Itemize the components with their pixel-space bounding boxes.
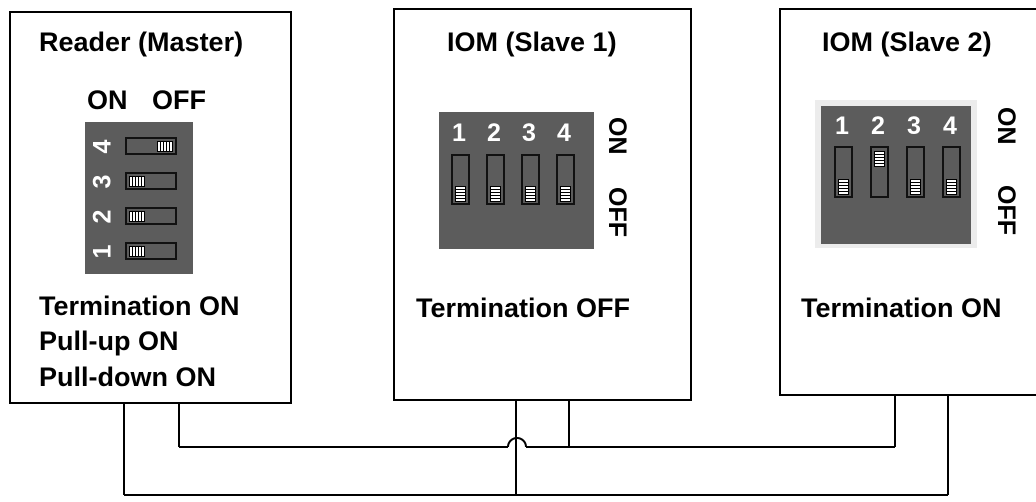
reader-pullup-status: Pull-up ON [39,326,179,356]
slave2-off-label: OFF [992,185,1020,235]
slave1-switch-1[interactable] [451,154,470,205]
slave2-switch-number-1: 1 [835,112,849,140]
reader-switch-1[interactable] [125,242,177,260]
slave1-switch-number-1: 1 [452,119,466,147]
slave1-switch-4-knob [560,186,571,202]
reader-switch-4-knob [157,141,173,152]
slave1-switch-number-4: 4 [557,119,571,147]
slave2-switch-number-4: 4 [943,112,957,140]
slave2-switch-2[interactable] [870,146,889,198]
slave1-off-label: OFF [603,187,631,237]
slave2-switch-4[interactable] [942,146,961,198]
slave1-switch-4[interactable] [556,154,575,205]
reader-termination-status: Termination ON [39,291,240,321]
reader-switch-4[interactable] [125,137,177,155]
reader-switch-number-4: 4 [88,139,117,154]
slave2-dip-body: 1 2 3 4 [821,106,971,244]
reader-switch-number-2: 2 [88,209,117,224]
slave2-switch-3[interactable] [906,146,925,198]
slave1-switch-3-knob [525,186,536,202]
reader-master-title: Reader (Master) [39,27,244,57]
reader-on-label: ON [87,85,128,115]
slave2-on-label: ON [992,107,1020,145]
slave2-title: IOM (Slave 2) [822,27,992,57]
slave1-switch-number-2: 2 [487,119,501,147]
slave1-on-label: ON [603,117,631,155]
reader-dip-switch: 4 3 2 1 [85,122,193,274]
reader-off-label: OFF [152,85,206,115]
slave2-switch-3-knob [910,179,921,195]
reader-switch-number-1: 1 [88,244,117,259]
slave2-switch-number-3: 3 [907,112,921,140]
slave2-dip-switch: 1 2 3 4 [815,100,977,248]
slave2-termination-status: Termination ON [801,293,1002,323]
slave1-termination-status: Termination OFF [416,293,630,323]
reader-switch-2[interactable] [125,207,177,225]
slave2-switch-2-knob [874,151,885,167]
reader-switch-3[interactable] [125,172,177,190]
slave1-switch-3[interactable] [521,154,540,205]
slave1-switch-2[interactable] [486,154,505,205]
slave2-switch-4-knob [946,179,957,195]
slave1-switch-number-3: 3 [522,119,536,147]
slave1-switch-2-knob [490,186,501,202]
reader-switch-2-knob [129,211,145,222]
slave2-switch-1[interactable] [834,146,853,198]
slave2-switch-1-knob [838,179,849,195]
reader-switch-1-knob [129,246,145,257]
slave1-dip-switch: 1 2 3 4 [439,112,594,249]
slave2-switch-number-2: 2 [871,112,885,140]
reader-switch-number-3: 3 [88,174,117,189]
reader-pulldown-status: Pull-down ON [39,362,216,392]
reader-switch-3-knob [129,176,145,187]
slave1-switch-1-knob [455,186,466,202]
slave1-title: IOM (Slave 1) [447,27,617,57]
